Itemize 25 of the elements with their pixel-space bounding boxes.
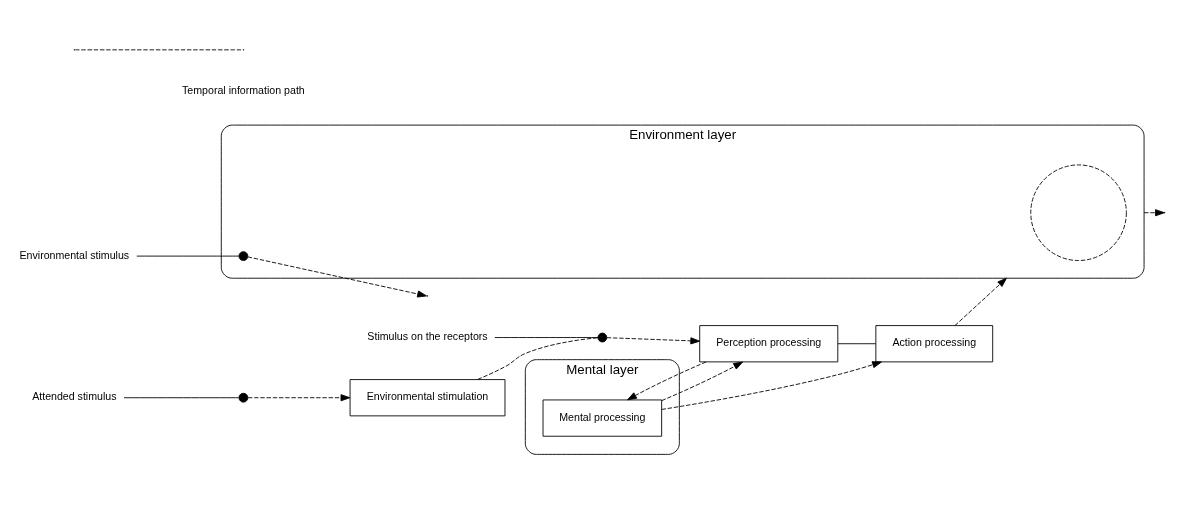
arrow bbox=[247, 394, 351, 402]
connector bbox=[477, 337, 599, 380]
connector bbox=[837, 343, 877, 345]
node-box: Perception processing bbox=[699, 325, 839, 363]
arrow bbox=[247, 256, 427, 298]
node-text: Environmental stimulus bbox=[19, 248, 130, 261]
node-text: Attended stimulus bbox=[32, 390, 117, 403]
connector bbox=[123, 397, 240, 399]
arrow bbox=[661, 361, 744, 402]
arrow bbox=[954, 277, 1007, 326]
node-text: Stimulus on the receptors bbox=[367, 330, 488, 343]
cluster: Environment layer bbox=[220, 124, 1145, 279]
node-circle bbox=[597, 332, 608, 343]
node-box: Environmental stimulation bbox=[349, 379, 506, 417]
node-circle bbox=[1030, 164, 1127, 261]
arrow bbox=[627, 361, 707, 401]
arrow bbox=[661, 361, 882, 410]
node-box: Action processing bbox=[875, 325, 994, 363]
connector bbox=[136, 255, 240, 257]
node-box: Mental processing bbox=[542, 399, 663, 437]
node-circle bbox=[238, 392, 249, 403]
node-circle bbox=[238, 251, 249, 261]
arrow bbox=[1143, 209, 1165, 217]
legend-label: Temporal information path bbox=[182, 84, 305, 97]
arrow bbox=[606, 337, 701, 345]
